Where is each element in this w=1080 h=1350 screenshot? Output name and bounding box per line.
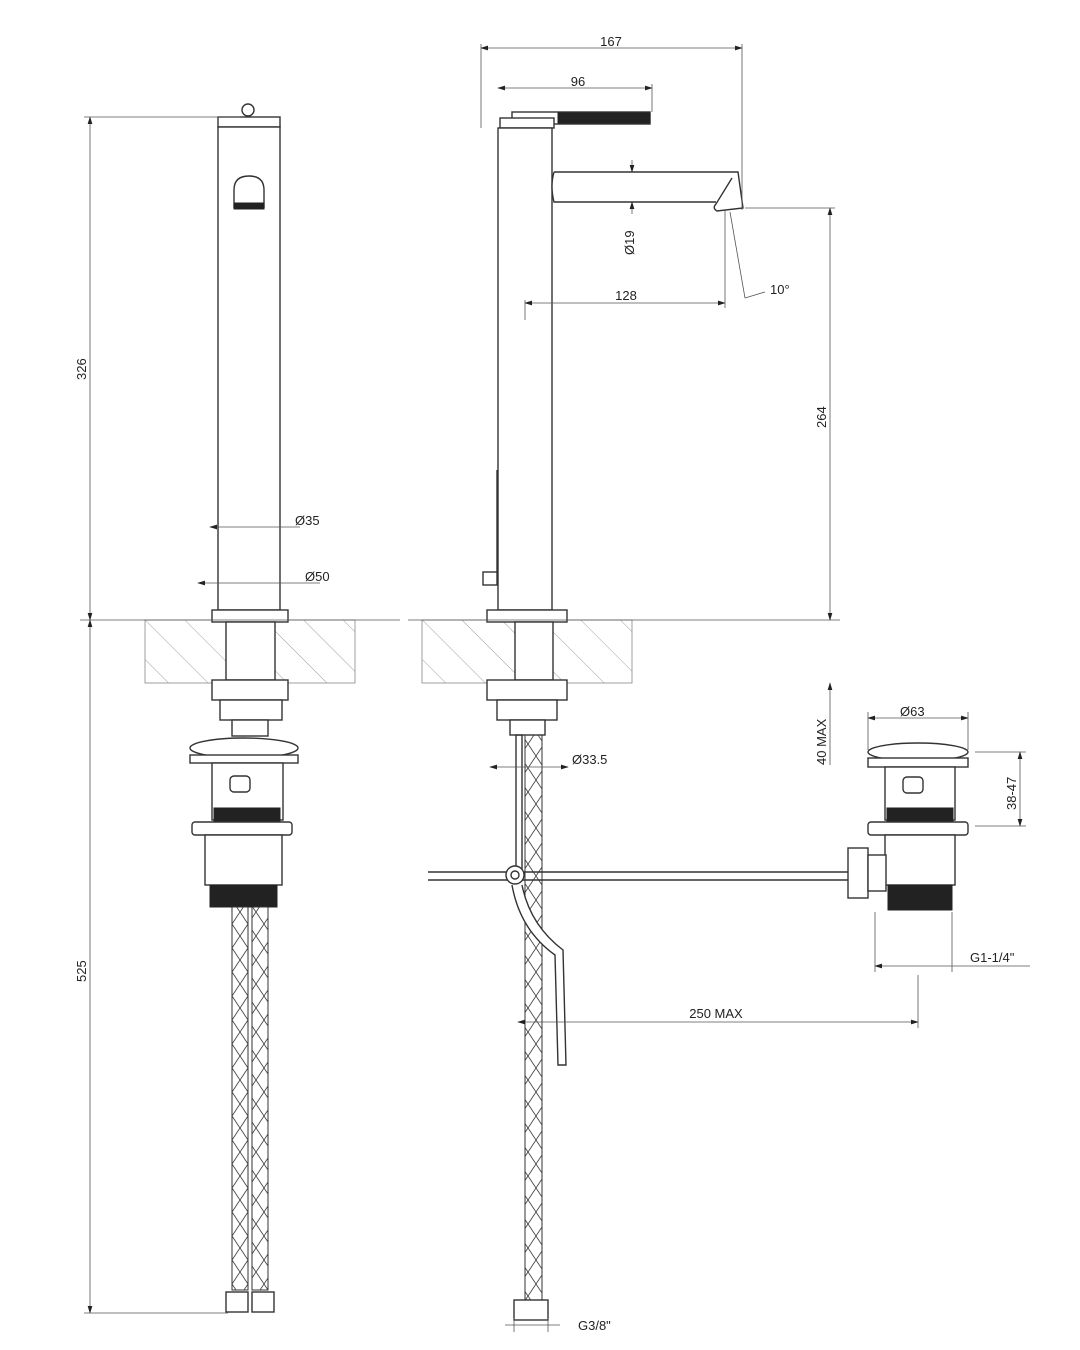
- dimension-lines: [84, 44, 1030, 1332]
- side-view: [408, 111, 852, 1321]
- dim-10deg: 10°: [770, 282, 790, 297]
- spout-outlet: [233, 175, 265, 208]
- dim-167: 167: [600, 34, 622, 49]
- dimension-labels: 167 96 Ø19 128 10° 264 326 Ø35 Ø50 40 MA…: [74, 34, 1019, 1333]
- dim-326: 326: [74, 358, 89, 380]
- dim-96: 96: [571, 74, 585, 89]
- lever-knob: [241, 103, 255, 117]
- dim-g3-8: G3/8": [578, 1318, 611, 1333]
- dim-128: 128: [615, 288, 637, 303]
- spout: [551, 171, 744, 212]
- dim-250-max: 250 MAX: [689, 1006, 743, 1021]
- waste-view: [847, 742, 969, 911]
- supply-hose: [251, 906, 269, 1291]
- supply-hose: [524, 734, 543, 1301]
- dim-g1-1-4: G1-1/4": [970, 950, 1015, 965]
- dim-33-5: Ø33.5: [572, 752, 607, 767]
- dim-35: Ø35: [295, 513, 320, 528]
- dim-525: 525: [74, 960, 89, 982]
- mixer-body: [217, 126, 281, 611]
- dim-38-47: 38-47: [1004, 777, 1019, 810]
- dim-40-max: 40 MAX: [814, 718, 829, 765]
- front-view: [80, 103, 400, 1313]
- supply-hose: [231, 906, 249, 1291]
- lift-rod: [511, 884, 567, 1066]
- dim-50: Ø50: [305, 569, 330, 584]
- dim-264: 264: [814, 406, 829, 428]
- pivot-joint: [505, 865, 525, 885]
- popup-button: [482, 571, 498, 586]
- dim-19: Ø19: [622, 230, 637, 255]
- dim-63: Ø63: [900, 704, 925, 719]
